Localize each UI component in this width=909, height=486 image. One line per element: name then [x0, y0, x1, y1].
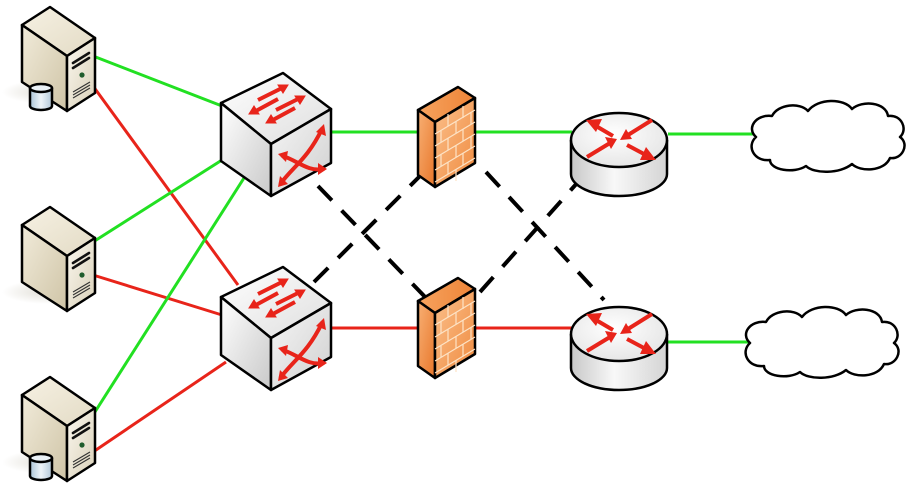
- link-switch-2-to-firewall-1: [312, 174, 422, 284]
- server-1[interactable]: [0, 5, 97, 113]
- firewall-icon: [416, 276, 477, 380]
- server-3[interactable]: [0, 375, 97, 483]
- link-server-3-to-switch-1: [91, 177, 246, 416]
- router-2[interactable]: [569, 305, 669, 392]
- link-firewall-1-to-router-2: [484, 170, 606, 302]
- cloud-1[interactable]: [750, 99, 906, 174]
- database-icon: [28, 452, 54, 482]
- link-server-1-to-switch-1: [92, 54, 223, 108]
- database-icon: [28, 82, 54, 112]
- link-switch-1-to-firewall-2: [316, 184, 430, 302]
- firewall-2[interactable]: [416, 276, 477, 380]
- firewall-1[interactable]: [416, 85, 477, 189]
- link-server-2-to-switch-1: [92, 158, 223, 244]
- switch-2[interactable]: [219, 265, 333, 392]
- layer3-switch-icon: [219, 71, 333, 198]
- server-2[interactable]: [0, 205, 97, 313]
- router-icon: [569, 111, 669, 198]
- router-icon: [569, 305, 669, 392]
- link-server-1-to-switch-2: [91, 85, 240, 286]
- server-icon: [0, 205, 97, 313]
- links-layer: [91, 54, 756, 454]
- cloud-icon: [744, 305, 900, 380]
- firewall-icon: [416, 85, 477, 189]
- cloud-2[interactable]: [744, 305, 900, 380]
- link-server-2-to-switch-2: [92, 273, 223, 317]
- cloud-icon: [750, 99, 906, 174]
- router-1[interactable]: [569, 111, 669, 198]
- switch-1[interactable]: [219, 71, 333, 198]
- link-server-3-to-switch-2: [92, 360, 227, 454]
- link-firewall-2-to-router-1: [478, 180, 580, 294]
- layer3-switch-icon: [219, 265, 333, 392]
